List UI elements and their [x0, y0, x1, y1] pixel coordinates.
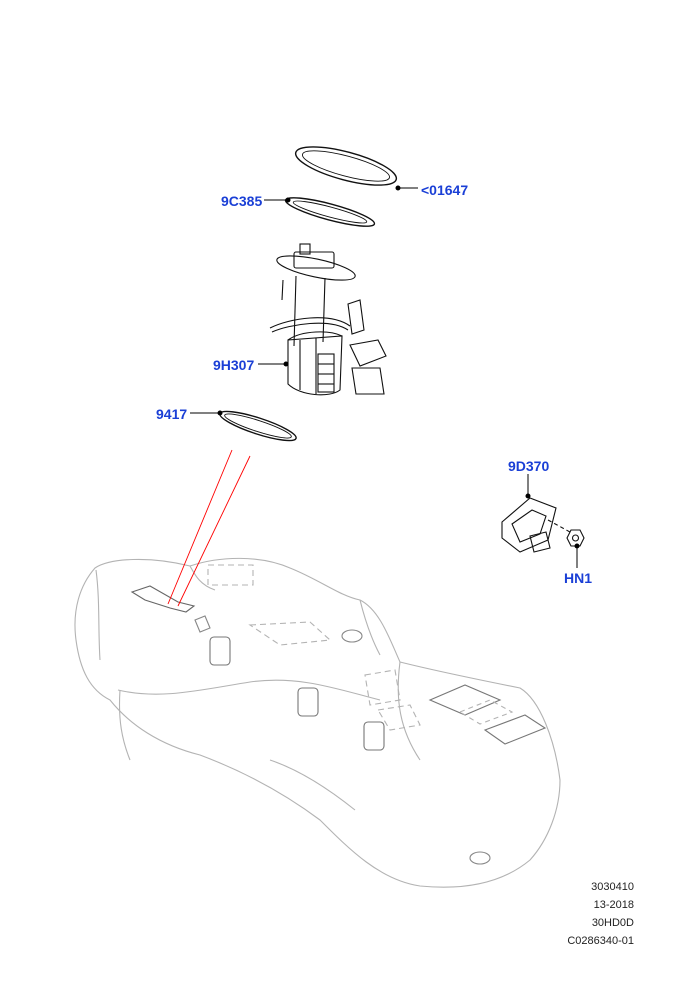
part-01647-seal — [294, 146, 398, 186]
reference-codes: 3030410 13-2018 30HD0D C0286340-01 — [567, 878, 634, 950]
part-9C385-lock-ring — [284, 197, 376, 227]
leader-lines — [190, 185, 580, 568]
reference-code-2: 13-2018 — [593, 899, 634, 911]
part-9H307-fuel-pump — [269, 243, 387, 396]
reference-code-3: 30HD0D — [591, 917, 634, 929]
callout-HN1: HN1 — [564, 570, 593, 586]
callout-9H307: 9H307 — [213, 357, 255, 373]
callout-01647: <01647 — [421, 182, 469, 198]
callout-9C385: 9C385 — [221, 193, 263, 209]
reference-code-4: C0286340-01 — [567, 935, 634, 947]
part-HN1-nut — [566, 529, 585, 547]
reference-code-1: 3030410 — [591, 881, 634, 893]
fuel-tank — [74, 557, 561, 888]
callout-9417: 9417 — [156, 406, 188, 422]
part-9D370-module — [501, 497, 571, 553]
callout-9D370: 9D370 — [508, 458, 550, 474]
guide-lines — [167, 449, 251, 607]
part-9417-o-ring — [219, 410, 297, 442]
